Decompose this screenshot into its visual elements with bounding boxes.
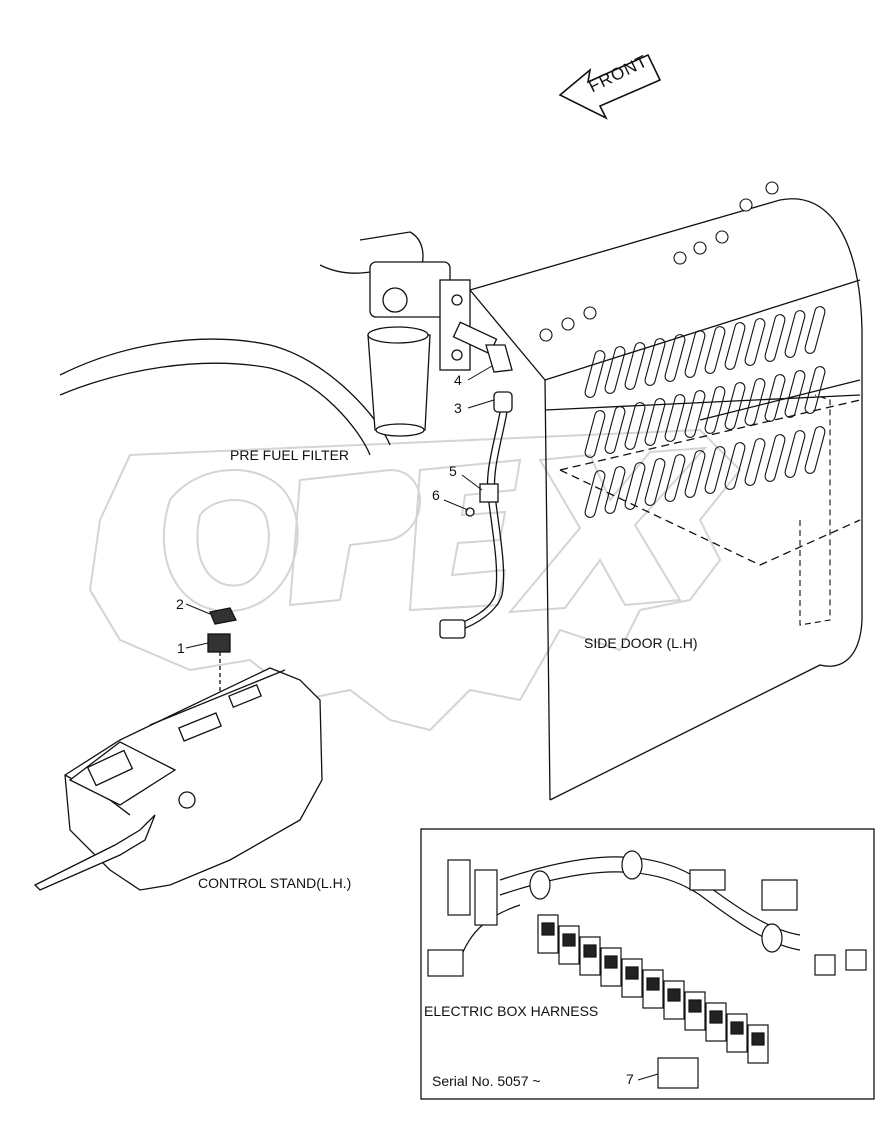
- louver-slot: [604, 466, 626, 514]
- relay-socket-terminal: [709, 1010, 723, 1024]
- callout-7: 7: [626, 1071, 634, 1087]
- louver-slot: [724, 322, 746, 370]
- relay-socket-terminal: [688, 999, 702, 1013]
- relay-bank: [537, 914, 769, 1064]
- callout-2: 2: [176, 596, 184, 612]
- louver-slot: [584, 470, 606, 518]
- relay-socket-terminal: [562, 933, 576, 947]
- louver-slot: [784, 310, 806, 358]
- louver-slot: [804, 306, 826, 354]
- control-stand-drawing: [33, 667, 323, 891]
- callout-leaders: [185, 365, 659, 1081]
- louver-slot: [764, 374, 786, 422]
- louver-slot: [624, 462, 646, 510]
- louver-slot: [644, 338, 666, 386]
- serial-number-label: Serial No. 5057 ~: [432, 1073, 541, 1089]
- pre-fuel-filter-drawing: [59, 231, 498, 456]
- door-latch: [799, 394, 831, 626]
- louver-slot: [624, 342, 646, 390]
- relay-socket-terminal: [541, 922, 555, 936]
- front-arrow: [558, 53, 662, 120]
- side-door-label: SIDE DOOR (L.H): [584, 635, 698, 651]
- louver-slot: [784, 430, 806, 478]
- electric-box-harness-drawing: [427, 850, 867, 1089]
- callout-6: 6: [432, 487, 440, 503]
- louver-slot: [664, 394, 686, 442]
- electric-box-harness-label: ELECTRIC BOX HARNESS: [424, 1003, 599, 1019]
- opex-watermark: [88, 428, 742, 732]
- louver-slot: [744, 318, 766, 366]
- louver-slot: [604, 406, 626, 454]
- louver-slot: [764, 434, 786, 482]
- relay-socket-terminal: [751, 1032, 765, 1046]
- relay-socket-terminal: [646, 977, 660, 991]
- louver-slot: [664, 454, 686, 502]
- louver-slot: [584, 350, 606, 398]
- callout-3: 3: [454, 400, 462, 416]
- louver-slot: [764, 314, 786, 362]
- control-stand-label: CONTROL STAND(L.H.): [198, 875, 352, 891]
- side-door-drawing: [469, 198, 863, 801]
- louver-slot: [624, 402, 646, 450]
- louver-slot: [584, 410, 606, 458]
- relay-socket-terminal: [583, 944, 597, 958]
- louver-slot: [684, 330, 706, 378]
- callout-1: 1: [177, 640, 185, 656]
- louver-slot: [724, 382, 746, 430]
- sensor-harness-drawing: [439, 344, 513, 639]
- side-door-bolts: [539, 181, 779, 342]
- relay-socket-terminal: [604, 955, 618, 969]
- relay-socket-terminal: [667, 988, 681, 1002]
- relay-socket-terminal: [730, 1021, 744, 1035]
- louver-slot: [784, 370, 806, 418]
- louver-slot: [804, 426, 826, 474]
- louver-slot: [804, 366, 826, 414]
- electric-box-harness-inset-frame: [420, 828, 875, 1100]
- louver-slot: [724, 442, 746, 490]
- louver-slot: [644, 398, 666, 446]
- callout-5: 5: [449, 463, 457, 479]
- side-door-louvers: [584, 306, 826, 518]
- callout-4: 4: [454, 372, 462, 388]
- louver-slot: [744, 378, 766, 426]
- louver-slot: [704, 446, 726, 494]
- switch-parts: [207, 607, 237, 710]
- louver-slot: [684, 450, 706, 498]
- louver-slot: [704, 386, 726, 434]
- louver-slot: [604, 346, 626, 394]
- louver-slot: [644, 458, 666, 506]
- louver-slot: [744, 438, 766, 486]
- louver-slot: [704, 326, 726, 374]
- pre-fuel-filter-label: PRE FUEL FILTER: [230, 447, 350, 463]
- louver-slot: [664, 334, 686, 382]
- louver-slot: [684, 390, 706, 438]
- relay-socket-terminal: [625, 966, 639, 980]
